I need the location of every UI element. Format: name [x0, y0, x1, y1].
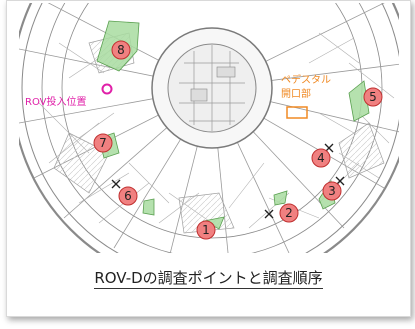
x-marks — [111, 143, 345, 219]
lattice-bracing — [38, 32, 395, 229]
point-marker-icon — [93, 133, 113, 153]
x-mark-icon — [111, 179, 121, 189]
point-marker-icon — [196, 220, 216, 240]
point-marker-icon — [363, 87, 383, 107]
caption-text: ROV-Dの調査ポイントと調査順序 — [94, 269, 323, 289]
svg-text:5: 5 — [369, 90, 377, 104]
survey-point-6: 6 — [118, 186, 138, 206]
survey-point-1: 1 — [196, 220, 216, 240]
plan-diagram: ROV投入位置 ペデスタル 開口部 1 2 — [19, 3, 399, 253]
svg-text:7: 7 — [99, 136, 107, 150]
survey-point-7: 7 — [93, 133, 113, 153]
svg-text:開口部: 開口部 — [281, 87, 311, 100]
survey-point-8: 8 — [111, 40, 131, 60]
pedestal-opening-label: ペデスタル 開口部 — [281, 73, 331, 100]
pedestal-opening — [286, 106, 308, 119]
svg-text:4: 4 — [317, 151, 325, 165]
point-marker-icon — [111, 40, 131, 60]
figure-frame: ROV投入位置 ペデスタル 開口部 1 2 — [6, 0, 411, 317]
survey-point-2: 2 — [279, 203, 299, 223]
point-marker-icon — [311, 148, 331, 168]
svg-text:1: 1 — [202, 223, 210, 237]
x-mark-icon — [264, 209, 274, 219]
svg-text:6: 6 — [124, 189, 132, 203]
survey-point-5: 5 — [363, 87, 383, 107]
pcv-floor-plan: ROV投入位置 ペデスタル 開口部 1 2 — [19, 3, 399, 253]
point-marker-icon — [322, 181, 342, 201]
svg-text:3: 3 — [328, 184, 336, 198]
figure-caption: ROV-Dの調査ポイントと調査順序 — [7, 267, 410, 289]
svg-text:2: 2 — [285, 206, 293, 220]
survey-point-3: 3 — [322, 181, 342, 201]
rov-entry-label: ROV投入位置 — [25, 95, 86, 108]
point-marker-icon — [279, 203, 299, 223]
svg-text:8: 8 — [117, 43, 125, 57]
point-marker-icon — [118, 186, 138, 206]
survey-point-4: 4 — [311, 148, 331, 168]
entry-point-icon — [101, 83, 113, 95]
pedestal — [151, 27, 273, 149]
svg-text:ペデスタル: ペデスタル — [281, 73, 331, 86]
